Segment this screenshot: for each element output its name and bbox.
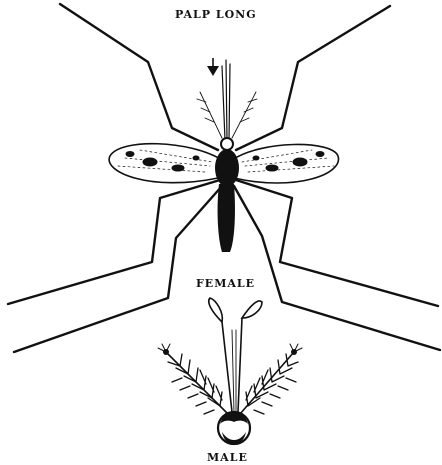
front-leg-left [60, 4, 218, 150]
wing-right [232, 144, 339, 183]
middle-leg-right [236, 180, 438, 306]
front-leg-right [236, 6, 390, 150]
thorax [215, 149, 239, 187]
down-arrow-icon [207, 58, 219, 76]
mosquito-female-icon [8, 4, 440, 352]
palps-male [209, 298, 262, 412]
hind-leg-right [234, 186, 440, 350]
label-female: FEMALE [196, 277, 255, 290]
middle-leg-left [8, 180, 220, 304]
head [221, 138, 233, 150]
wing-left [109, 144, 222, 183]
male-head-capsule [218, 412, 250, 444]
abdomen [218, 184, 235, 252]
plumose-antenna-right [240, 344, 302, 414]
palps-long [222, 60, 230, 140]
mosquito-male-head-icon [158, 298, 302, 444]
hind-leg-left [14, 186, 222, 352]
label-male: MALE [207, 451, 248, 464]
plumose-antenna-left [158, 344, 228, 414]
